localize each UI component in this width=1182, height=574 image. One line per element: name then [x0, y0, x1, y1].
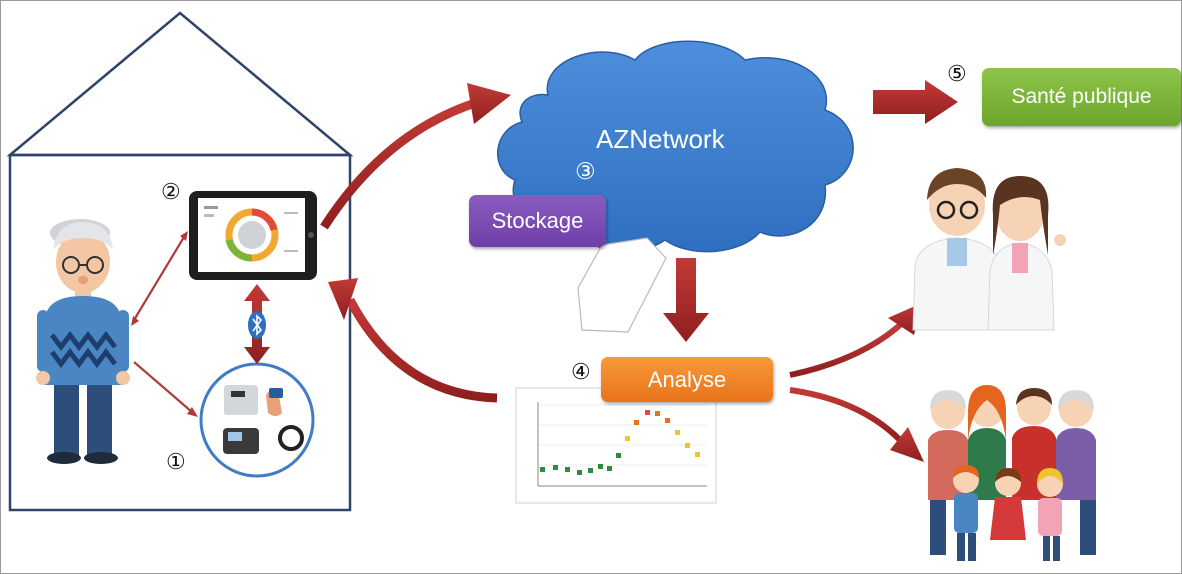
arrow-analysis-to-doctors	[789, 303, 922, 378]
step-number-1: ①	[166, 450, 186, 475]
arrow-analysis-to-population	[789, 387, 924, 462]
step-number-2: ②	[161, 180, 181, 205]
step-number-5: ⑤	[947, 62, 967, 87]
doctors-figure	[912, 168, 1066, 331]
tablet-device	[189, 191, 317, 280]
family-group	[928, 385, 1096, 561]
arrow-tablet-to-cloud	[320, 83, 511, 230]
bluetooth-icon	[248, 311, 266, 339]
arrow-man-devices	[133, 361, 198, 417]
storage-shape	[577, 237, 667, 333]
step-number-4: ④	[571, 360, 591, 385]
public-health-label: Santé publique	[982, 68, 1181, 126]
cloud-label: AZNetwork	[596, 124, 725, 154]
analysis-label: Analyse	[601, 357, 773, 402]
arrow-analysis-to-tablet	[328, 278, 498, 403]
medical-devices-group	[199, 362, 315, 478]
storage-label: Stockage	[469, 195, 606, 247]
step-number-3: ③	[575, 159, 596, 185]
scatter-chart-panel	[515, 387, 717, 504]
house-outline	[6, 11, 354, 512]
elderly-man-figure	[36, 219, 130, 464]
arrow-cloud-to-public-health	[873, 80, 958, 124]
arrow-man-tablet	[131, 231, 188, 326]
arrow-cloud-to-analysis	[663, 258, 709, 342]
